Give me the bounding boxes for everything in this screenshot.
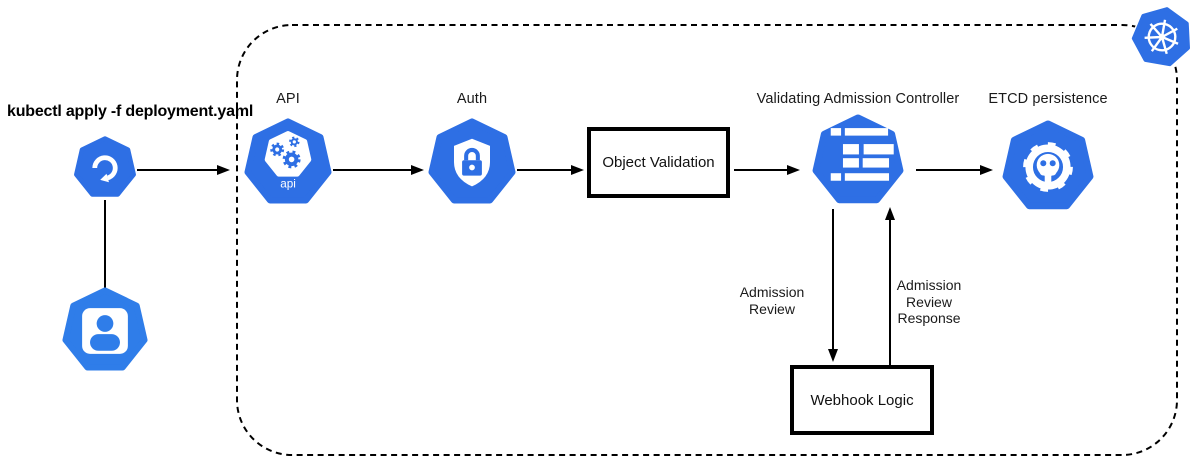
kubectl-refresh-icon [74, 136, 136, 197]
etcd-icon [1002, 120, 1094, 210]
api-icon-badge: api [280, 177, 296, 190]
admission-review-label: Admission Review [739, 284, 805, 317]
user-icon [62, 287, 148, 371]
admission-controller-icon [812, 114, 904, 204]
webhook-logic-label: Webhook Logic [810, 391, 914, 409]
admission-controller-label: Validating Admission Controller [756, 91, 960, 107]
webhook-logic-box: Webhook Logic [790, 365, 934, 435]
auth-lock-icon [428, 118, 516, 204]
admission-review-response-label: Admission Review Response [896, 277, 962, 326]
kubernetes-logo-icon [1130, 5, 1192, 68]
cluster-boundary [236, 24, 1178, 456]
kubectl-command-label: kubectl apply -f deployment.yaml [7, 103, 254, 120]
api-icon: api [244, 118, 332, 204]
api-node-label: API [276, 91, 300, 107]
etcd-node-label: ETCD persistence [988, 91, 1108, 107]
object-validation-label: Object Validation [602, 154, 715, 171]
object-validation-box: Object Validation [587, 127, 730, 198]
auth-node-label: Auth [456, 91, 488, 107]
